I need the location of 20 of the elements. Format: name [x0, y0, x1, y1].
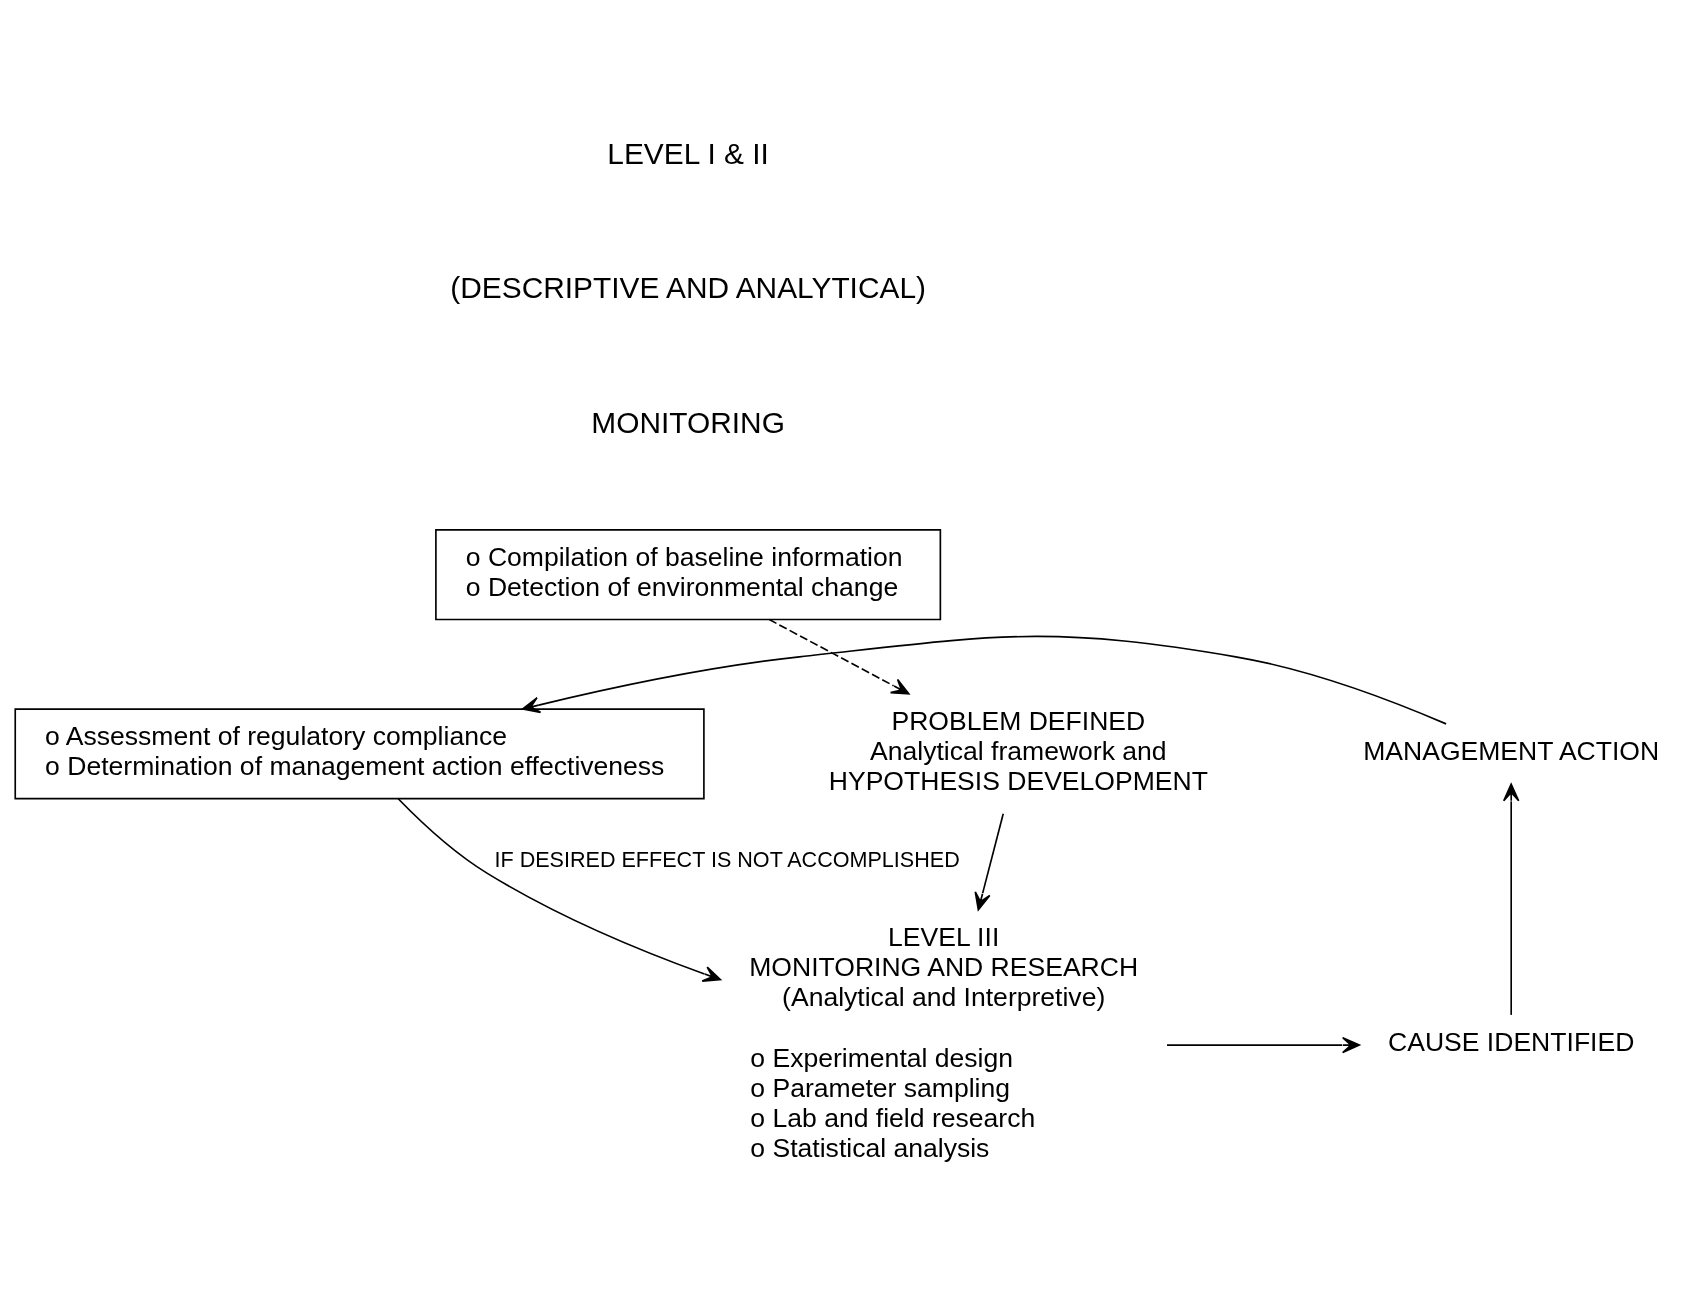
node-label: o Experimental design [750, 1043, 1014, 1074]
node-text: CAUSE IDENTIFIED [1388, 1027, 1635, 1058]
node-label: o Parameter sampling [750, 1073, 1011, 1104]
node-label: o Lab and field research [750, 1102, 1036, 1133]
node-text: MANAGEMENT ACTION [1363, 736, 1660, 767]
arrow [974, 813, 1005, 911]
label: (DESCRIPTIVE AND ANALYTICAL) [450, 271, 926, 305]
node-box: o Compilation of baseline information o Detection of environmental change [435, 529, 942, 621]
node-label: o Statistical analysis [750, 1132, 990, 1163]
arrow [1166, 1036, 1361, 1054]
arrow [1502, 783, 1520, 1016]
label: MONITORING [591, 405, 785, 439]
arrow [397, 797, 722, 982]
node-text: LEVEL III MONITORING AND RESEARCH (Analytical and Interpretive) [749, 922, 1139, 1012]
node-text: PROBLEM DEFINED Analytical framework and HYPOTHESIS DEVELOPMENT [828, 706, 1208, 797]
node-box: o Assessment of regulatory compliance o Determination of management action effectiveness [14, 708, 705, 800]
arrow [521, 635, 1447, 725]
label: LEVEL I & II [607, 136, 769, 170]
arrow [768, 618, 910, 695]
edge-label: IF DESIRED EFFECT IS NOT ACCOMPLISHED [494, 847, 960, 873]
